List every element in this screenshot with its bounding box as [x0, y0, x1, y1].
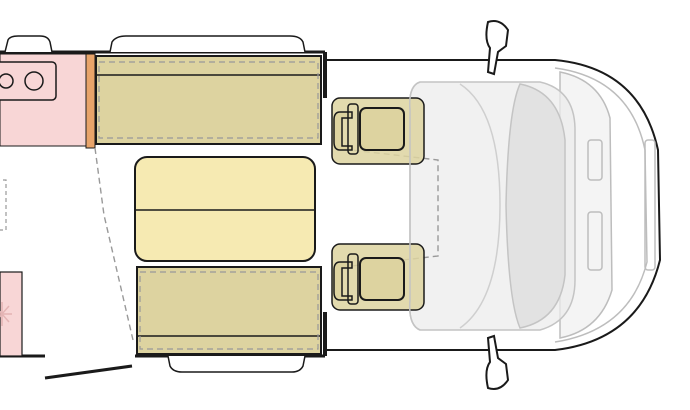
cab-roof-ridge [459, 83, 501, 329]
kitchen-unit [0, 53, 96, 149]
bench-bottom-dashed [139, 271, 319, 350]
table-top [134, 156, 316, 262]
cab-roof-edge [408, 81, 421, 331]
cab-outer-outline [325, 59, 662, 351]
bed-conversion-outline [94, 147, 134, 341]
dining-table [134, 156, 316, 262]
seat-backrest [359, 107, 405, 151]
mirror-bottom-icon [485, 334, 510, 390]
window-top-left [4, 35, 53, 53]
seat-backrest [359, 257, 405, 301]
partition-panel [85, 53, 96, 149]
bench-top-frame [95, 55, 322, 145]
dash-vent-top [587, 139, 603, 181]
mirror-top-icon [485, 20, 510, 76]
cab-roof-panel [505, 83, 566, 329]
window-bottom-right [167, 355, 306, 373]
snowflake-icon [0, 302, 12, 326]
cab-inner-outline [554, 67, 648, 343]
bench-top [95, 55, 322, 145]
bench-bottom [136, 266, 322, 355]
hob-plate [0, 61, 57, 101]
seat-cushion [347, 253, 359, 305]
dashed-marker [0, 179, 7, 231]
dash-vent-bottom [587, 211, 603, 271]
hob-burner-icon [24, 71, 44, 91]
bench-bottom-frame [136, 266, 322, 355]
seat-cushion [347, 103, 359, 155]
bench-top-dashed [98, 61, 319, 139]
cab-seat-driver [331, 97, 425, 165]
sliding-door [44, 364, 133, 380]
grille [644, 139, 656, 271]
window-top-right [109, 35, 306, 53]
hob-burner-icon [0, 73, 14, 89]
cab-seat-passenger [331, 243, 425, 311]
fridge-unit [0, 271, 23, 357]
